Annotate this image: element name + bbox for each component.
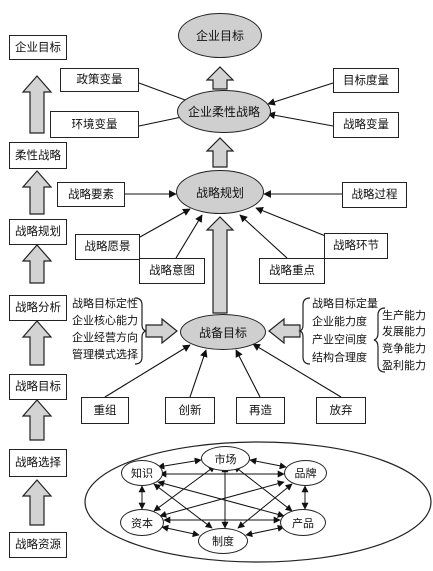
ability-item: 发展能力 [382, 325, 426, 338]
box-action-reengineer: 再造 [236, 397, 285, 424]
ability-item: 盈利能力 [382, 359, 426, 372]
ellipse-strategic-planning: 战略规划 [176, 170, 264, 214]
quantitative-item: 结构合理度 [312, 351, 367, 364]
box-strategic-vision: 战略愿景 [75, 234, 140, 260]
ability-item: 生产能力 [382, 309, 426, 322]
resource-brand: 品牌 [284, 460, 327, 486]
box-strategy-variable: 战略变量 [333, 112, 399, 138]
resource-knowledge: 知识 [121, 460, 163, 486]
box-action-innovate: 创新 [165, 397, 215, 424]
ability-item: 竞争能力 [382, 342, 426, 355]
box-action-abandon: 放弃 [316, 397, 366, 424]
box-environment-variable: 环境变量 [50, 111, 139, 138]
box-strategic-link: 战略环节 [324, 233, 388, 259]
quantitative-item: 企业能力度 [312, 315, 367, 328]
resource-ellipse [84, 441, 432, 563]
left-box-strategic-planning: 战略规划 [9, 219, 67, 245]
resource-product: 产品 [280, 509, 326, 536]
left-box-enterprise-goal: 企业目标 [9, 35, 67, 60]
box-strategic-focus: 战略重点 [259, 258, 325, 284]
qualitative-heading: 战略目标定性 [72, 297, 138, 310]
ellipse-readiness-goal: 战备目标 [180, 314, 266, 350]
box-strategic-elements: 战略要素 [57, 182, 125, 207]
resource-capital: 资本 [120, 509, 164, 536]
qualitative-item: 企业经营方向 [72, 331, 138, 344]
brackets [134, 297, 386, 373]
left-chain-arrows [21, 75, 53, 526]
ellipse-flexible-strategy: 企业柔性战略 [177, 90, 271, 133]
central-arrows [145, 66, 301, 345]
box-policy-variable: 政策变量 [60, 68, 139, 92]
qualitative-item: 管理模式选择 [72, 348, 138, 361]
left-box-strategic-resources: 战略资源 [9, 532, 67, 558]
box-action-restructure: 重组 [81, 397, 129, 424]
resource-links [138, 457, 309, 538]
quantitative-heading: 战略目标定量 [312, 297, 378, 310]
left-box-strategic-goal: 战略目标 [9, 374, 67, 400]
qualitative-item: 企业核心能力 [72, 314, 138, 327]
box-strategic-process: 战略过程 [342, 182, 407, 208]
resource-institution: 制度 [198, 528, 248, 554]
left-box-flexible-strategy: 柔性战略 [9, 142, 67, 169]
left-box-strategic-choice: 战略选择 [9, 449, 67, 477]
ellipse-enterprise-goal: 企业目标 [178, 13, 262, 58]
box-strategic-intent: 战略意图 [139, 258, 205, 284]
resource-market: 市场 [201, 446, 250, 471]
box-target-measure: 目标度量 [333, 68, 399, 93]
left-box-strategic-analysis: 战略分析 [9, 295, 67, 321]
quantitative-item: 产业空间度 [312, 333, 367, 346]
